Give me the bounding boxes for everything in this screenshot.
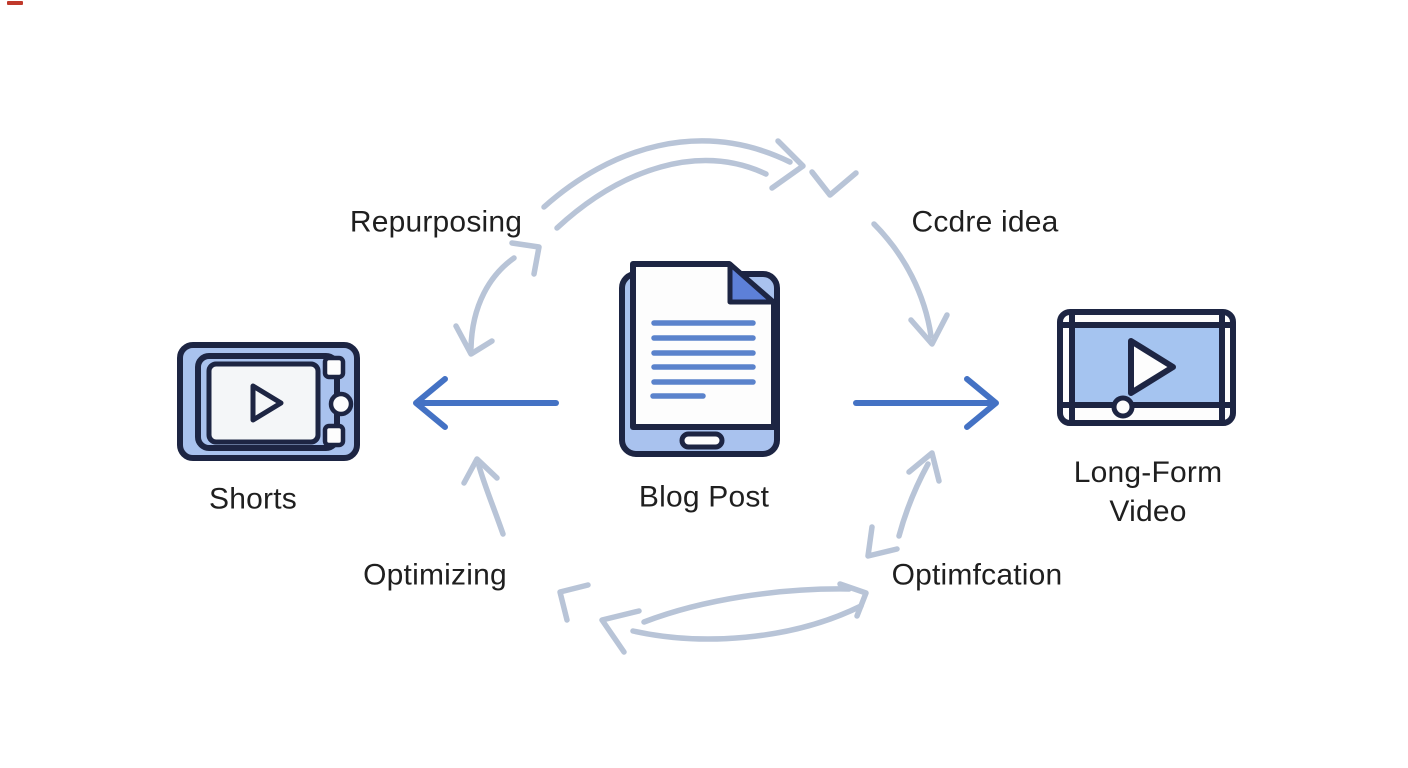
tablet-home-button — [679, 431, 725, 450]
label-repurposing: Repurposing — [349, 205, 523, 239]
arrow-center-to-right — [853, 376, 999, 430]
label-shorts: Shorts — [209, 482, 297, 516]
label-optimization: Optimfcation — [891, 558, 1063, 592]
left-arrow-head — [413, 376, 448, 430]
cycle-arrow-top — [541, 138, 859, 231]
corner-artifact-mark — [7, 1, 23, 5]
cycle-arrow-bottom — [557, 581, 869, 655]
long-form-video-player-icon — [1057, 309, 1236, 426]
top-arc-inner — [554, 157, 769, 231]
bottom-arc-detached-chevron — [557, 582, 591, 623]
document-fold-corner — [727, 261, 776, 305]
left-double-arrowhead-top — [509, 240, 542, 277]
bottom-right-double-arrowhead-bottom — [865, 524, 900, 559]
right-descending-curve — [871, 221, 934, 339]
left-double-curve — [468, 255, 517, 351]
label-long-form-video: Long-Form Video — [1074, 453, 1223, 531]
label-core-idea: Ccdre idea — [911, 205, 1059, 239]
label-long-form-video-line1: Long-Form — [1073, 456, 1223, 489]
right-descending-arrowhead — [908, 312, 950, 347]
player-playhead-dot — [1111, 395, 1135, 419]
bottom-right-double-arrowhead-top — [906, 450, 942, 484]
bottom-arc-upper — [641, 586, 852, 625]
top-arc-outer — [541, 138, 793, 210]
bottom-arc-lower — [630, 603, 864, 642]
label-blog-post: Blog Post — [638, 480, 770, 514]
shorts-play-icon — [250, 383, 284, 423]
top-detached-chevron — [809, 169, 859, 198]
arrow-center-to-left — [413, 376, 559, 430]
left-double-arrowhead-bottom — [453, 323, 495, 357]
cycle-arrow-bottom-left-up — [461, 456, 506, 537]
bottom-arc-left-arrowhead — [599, 608, 642, 655]
label-long-form-video-line2: Video — [1109, 495, 1187, 528]
cycle-arrow-right-descending — [871, 221, 950, 347]
shorts-side-slot-top — [322, 355, 346, 380]
shorts-side-button — [328, 391, 354, 417]
shorts-device-icon — [177, 342, 360, 461]
blog-post-document-icon — [619, 261, 780, 457]
bottom-right-double-curve — [896, 461, 931, 539]
label-optimizing: Optimizing — [363, 558, 507, 592]
shorts-side-slot-bottom — [322, 423, 346, 448]
cycle-arrow-bottom-right-double — [865, 450, 942, 559]
bottom-left-up-arrowhead — [461, 456, 500, 486]
bottom-left-up-curve — [476, 463, 506, 537]
cycle-arrow-left-double — [453, 240, 542, 357]
top-arc-arrowhead — [769, 138, 806, 191]
right-arrow-head — [964, 376, 999, 430]
document-text-lines — [650, 320, 756, 399]
player-play-icon — [1128, 338, 1176, 396]
